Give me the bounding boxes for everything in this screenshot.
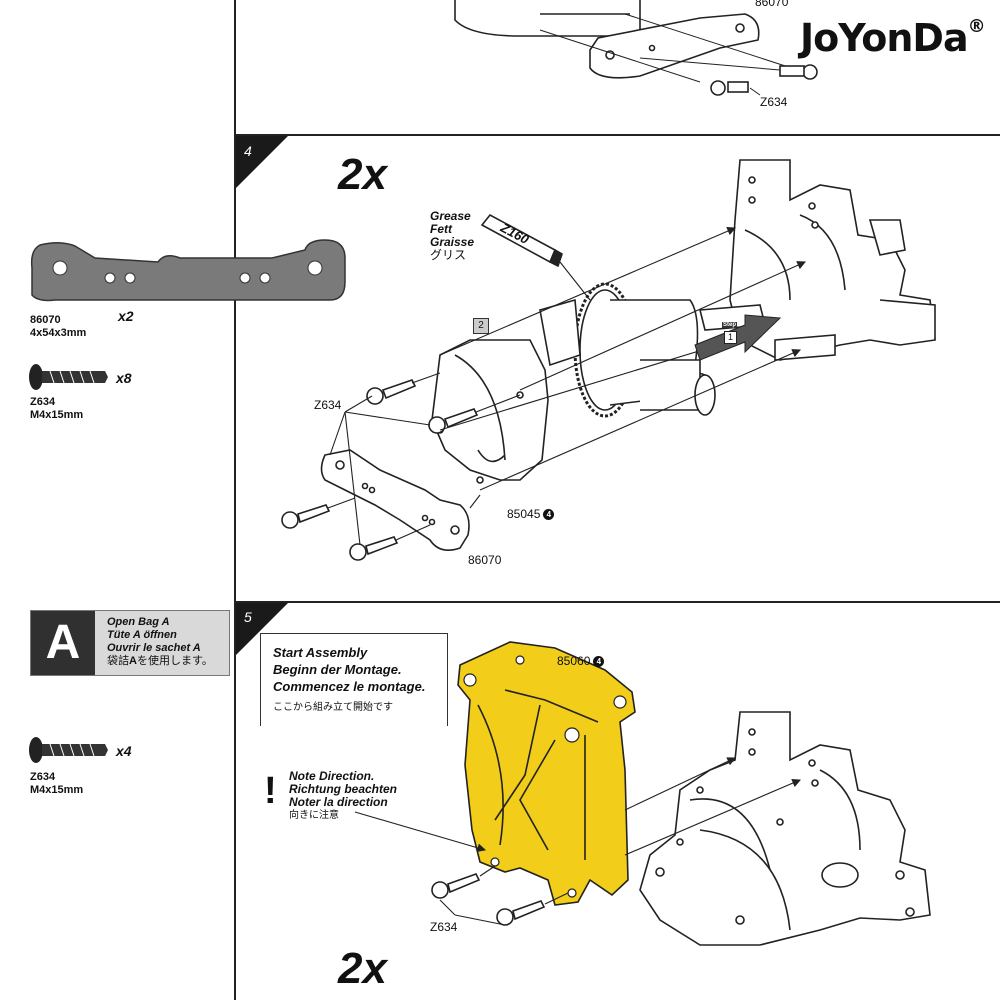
top-screw-label: Z634 [760, 95, 788, 109]
brand-logo: JoYonDa® [800, 16, 986, 60]
step-5-count: 2x [338, 944, 387, 993]
sub-step-box: 2 [473, 318, 489, 334]
step-5-drawing [639, 711, 931, 946]
part-qty-screw-step4: x8 [116, 370, 132, 386]
step-tag-number: 1 [724, 331, 737, 344]
start-assembly-box: Start Assembly Beginn der Montage. Comme… [260, 633, 448, 726]
screw-icon-1 [29, 364, 108, 390]
step-4-number: 4 [244, 143, 252, 159]
part-code-screw-step5: Z634 M4x15mm [30, 771, 84, 796]
top-prev-step-drawing [454, 0, 818, 96]
column-divider [234, 0, 236, 1000]
step-5-screw-label: Z634 [430, 920, 458, 934]
step-4-screw-label: Z634 [314, 398, 342, 412]
bag-letter: A [31, 611, 95, 675]
step-5-divider [234, 601, 1000, 603]
step-4-plate-label: 86070 [468, 553, 502, 567]
warning-icon: ! [264, 770, 277, 812]
step-4-drawing [281, 159, 936, 561]
step-4-divider [234, 134, 1000, 136]
part-code-screw-step4: Z634 M4x15mm [30, 396, 84, 421]
step-4-count: 2x [338, 150, 387, 199]
arm-part-86070 [30, 239, 346, 302]
step-5-number: 5 [244, 609, 252, 625]
step-tag: Step [722, 322, 738, 328]
step-4-marker [236, 136, 288, 188]
yellow-part-85060 [457, 641, 636, 906]
grease-label: Grease Fett Graisse グリス [430, 209, 475, 262]
top-part-label: 86070 [755, 0, 789, 9]
part-qty-screw-step5: x4 [116, 743, 132, 759]
part-qty-arm: x2 [118, 308, 134, 324]
part-code-arm: 86070 4x54x3mm [30, 314, 87, 339]
bag-instructions: Open Bag A Tüte A öffnen Ouvrir le sache… [107, 616, 213, 667]
bag-a-notice: A Open Bag A Tüte A öffnen Ouvrir le sac… [30, 610, 230, 676]
step-1-direction-arrow [694, 314, 782, 361]
screw-icon-2 [29, 737, 108, 763]
note-direction-label: Note Direction. Richtung beachten Noter … [289, 769, 398, 822]
